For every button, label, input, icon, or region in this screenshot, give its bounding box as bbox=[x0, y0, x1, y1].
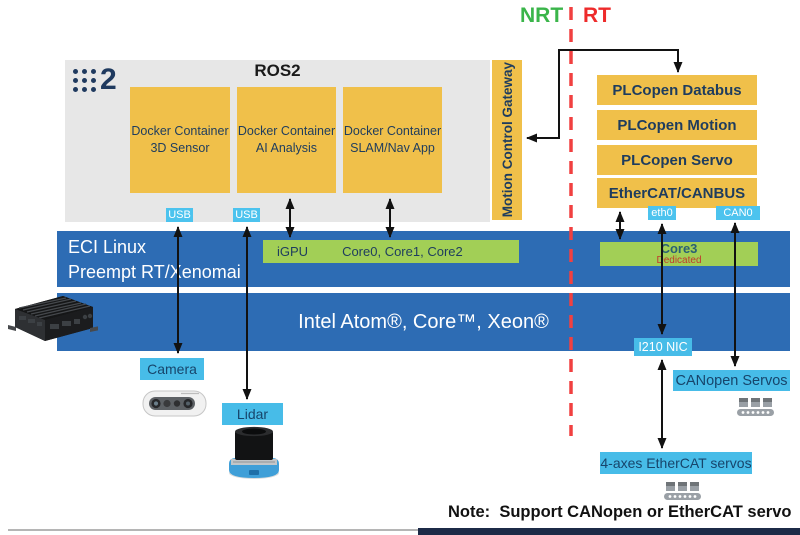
eci-linux-line2: Preempt RT/Xenomai bbox=[68, 262, 241, 282]
canopen-servos-label: CANopen Servos bbox=[673, 370, 790, 391]
docker-ai-line2: AI Analysis bbox=[255, 141, 318, 155]
eci-linux-line1: ECI Linux bbox=[68, 237, 147, 257]
docker-slam-line1: Docker Container bbox=[343, 124, 442, 138]
docker-container-ai-analysis: Docker Container AI Analysis bbox=[237, 87, 336, 193]
core3-label: Core3 bbox=[660, 241, 698, 256]
eci-linux-label: ECI Linux Preempt RT/Xenomai bbox=[68, 235, 241, 285]
docker-container-slam-nav: Docker Container SLAM/Nav App bbox=[343, 87, 442, 193]
plcopen-servo-box: PLCopen Servo bbox=[597, 145, 757, 175]
motion-control-gateway-label: Motion Control Gateway bbox=[499, 62, 515, 218]
ros2-logo-icon: 2 bbox=[73, 63, 123, 96]
usb-port-label-1: USB bbox=[166, 208, 193, 222]
ros2-panel-title: ROS2 bbox=[254, 61, 301, 80]
igpu-label: iGPU bbox=[277, 244, 309, 259]
lidar-image bbox=[229, 426, 279, 479]
docker-slam-line2: SLAM/Nav App bbox=[350, 141, 435, 155]
ethercat-canbus-box: EtherCAT/CANBUS bbox=[597, 178, 757, 208]
core3-box: Core3 Dedicated bbox=[600, 242, 758, 266]
ros2-logo-number: 2 bbox=[100, 63, 117, 96]
ethercat-servos-label: 4-axes EtherCAT servos bbox=[600, 452, 752, 474]
nrt-zone-label: NRT bbox=[520, 4, 564, 27]
usb-port-label-2: USB bbox=[233, 208, 260, 222]
ros2-logo-dots-icon bbox=[73, 68, 96, 92]
eth0-port-label: eth0 bbox=[648, 206, 676, 220]
mini-pc-image bbox=[8, 296, 98, 341]
servo-motors-icon-2 bbox=[664, 482, 701, 500]
bottom-footer-bar bbox=[418, 528, 800, 535]
can0-port-label: CAN0 bbox=[716, 206, 760, 220]
cores-label: Core0, Core1, Core2 bbox=[342, 244, 463, 259]
docker-3d-sensor-line1: Docker Container bbox=[131, 124, 229, 138]
plcopen-motion-box: PLCopen Motion bbox=[597, 110, 757, 140]
i210-nic-label: I210 NIC bbox=[634, 338, 692, 356]
docker-ai-line1: Docker Container bbox=[237, 124, 336, 138]
camera-label: Camera bbox=[140, 358, 204, 380]
servo-motors-icon-1 bbox=[737, 398, 774, 416]
core3-dedicated-label: Dedicated bbox=[656, 255, 702, 266]
cpu-band-label: Intel Atom®, Core™, Xeon® bbox=[298, 310, 549, 333]
igpu-cores-box: iGPU Core0, Core1, Core2 bbox=[263, 240, 519, 263]
motion-control-gateway: Motion Control Gateway bbox=[492, 60, 522, 220]
rt-zone-label: RT bbox=[583, 4, 611, 27]
lidar-label: Lidar bbox=[222, 403, 283, 425]
docker-3d-sensor-line2: 3D Sensor bbox=[150, 141, 210, 155]
docker-container-3d-sensor: Docker Container 3D Sensor bbox=[130, 87, 230, 193]
note-text: Note: Support CANopen or EtherCAT servo bbox=[448, 503, 792, 521]
plcopen-databus-box: PLCopen Databus bbox=[597, 75, 757, 105]
camera-image bbox=[142, 390, 207, 417]
bottom-divider bbox=[8, 529, 418, 531]
